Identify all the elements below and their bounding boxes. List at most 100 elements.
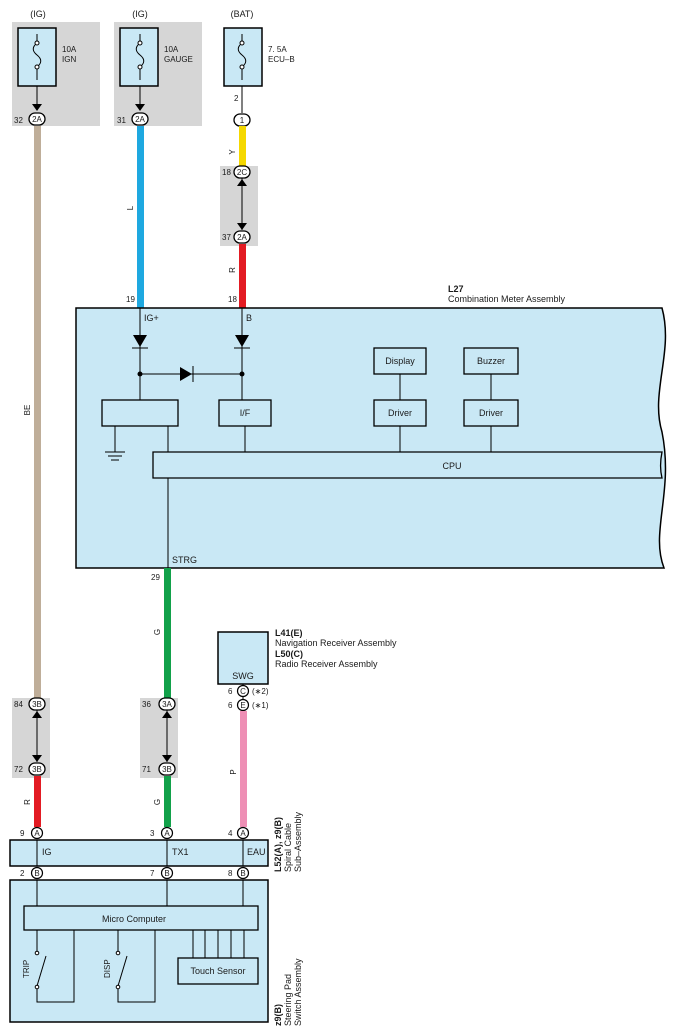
spiral-connector-b3 <box>236 866 250 880</box>
spiral-name-1: Spiral Cable <box>283 823 293 872</box>
wire-ign-beige <box>34 126 41 700</box>
fuse-gauge-terminal <box>137 40 143 46</box>
steering-trip-return <box>36 930 75 1003</box>
combination-meter-group: L27 Combination Meter Assembly 19 18 IG+… <box>75 284 667 569</box>
steering-touch-sensor-block <box>177 957 259 985</box>
wire-bat-yellow <box>239 126 246 166</box>
meter-box <box>75 307 667 569</box>
junction-strg-group: 36 3A 71 3B <box>140 697 178 778</box>
wire-gauge-color-label: L <box>126 205 135 210</box>
fuse-ecub-terminal <box>239 40 245 46</box>
junction-ign-arrow-down-icon <box>32 755 42 762</box>
junction-ign-lower-connector <box>28 762 46 776</box>
steering-trip-contact <box>34 984 40 990</box>
spiral-pin-b1: 2 <box>20 869 25 878</box>
fuse-ign-group: (IG) 10A IGN 32 2A <box>12 9 100 126</box>
junction-bat-upper-pin: 18 <box>222 168 231 177</box>
meter-power-block <box>101 399 179 427</box>
meter-code: L27 <box>448 284 464 294</box>
steering-disp-return <box>117 930 156 1003</box>
receiver-note-e: (∗1) <box>252 701 269 710</box>
junction-ign-upper-pin: 84 <box>14 700 23 709</box>
receiver-swg-label: SWG <box>232 671 254 681</box>
wire-strg-color-label: G <box>153 629 162 635</box>
meter-name: Combination Meter Assembly <box>448 294 566 304</box>
junction-strg-upper-pin: 36 <box>142 700 151 709</box>
receiver-connector-e-label: E <box>240 701 245 710</box>
spiral-code: L52(A), z9(B) <box>273 817 283 872</box>
receiver-pin-c: 6 <box>228 687 233 696</box>
junction-ign-group: 84 3B 72 3B <box>12 697 50 778</box>
steering-name-1: Steering Pad <box>283 974 293 1026</box>
meter-cross-diode-icon <box>180 367 192 381</box>
spiral-pin-tx1: 3 <box>150 829 155 838</box>
receiver-note-c: (∗2) <box>252 687 269 696</box>
receiver-code-2: L50(C) <box>275 649 303 659</box>
fuse-ign-name: IGN <box>62 55 76 64</box>
spiral-pin-b2: 7 <box>150 869 155 878</box>
wire-swg-pink <box>240 711 247 827</box>
steering-trip-switch-icon <box>36 955 47 987</box>
spiral-connector-tx1 <box>160 826 174 840</box>
receiver-pin-e: 6 <box>228 701 233 710</box>
junction-ign-lower-pin: 72 <box>14 765 23 774</box>
fuse-ign-supply: (IG) <box>30 9 46 19</box>
receiver-name-1: Navigation Receiver Assembly <box>275 638 397 648</box>
spiral-pin-b3: 8 <box>228 869 233 878</box>
fuse-ecub-group: (BAT) 7. 5A ECU–B 2 1 <box>223 9 295 127</box>
meter-ig-diode-icon <box>133 335 147 347</box>
wire-bat-red <box>239 244 246 308</box>
fuse-gauge-pin: 31 <box>117 116 126 125</box>
fuse-gauge-name: GAUGE <box>164 55 193 64</box>
meter-buzzer-driver-label: Driver <box>479 408 503 418</box>
junction-strg-arrow-down-icon <box>162 755 172 762</box>
steering-disp-contact <box>115 984 121 990</box>
steering-disp-label: DISP <box>103 959 112 978</box>
junction-strg-upper-label: 3A <box>162 700 172 709</box>
fuse-ign-rating: 10A <box>62 45 77 54</box>
spiral-cable-group: 9 A 3 A 4 A IG TX1 EAU L52(A), z9(B) Spi… <box>9 811 303 880</box>
fuse-ign-connector <box>28 112 46 126</box>
wire-strg-bottom-color-label: G <box>153 799 162 805</box>
fuse-ecub-pin: 2 <box>234 94 239 103</box>
spiral-connector-ig <box>30 826 44 840</box>
steering-code: z9(B) <box>273 1004 283 1026</box>
junction-strg-lower-pin: 71 <box>142 765 151 774</box>
wire-swg-color-label: P <box>229 769 238 774</box>
fuse-ign-connector-label: 2A <box>32 115 42 124</box>
wire-ign-color-label: BE <box>23 405 32 416</box>
fuse-ecub-element-icon <box>237 34 247 80</box>
meter-junction-dot <box>137 371 143 377</box>
receiver-group: L41(E) Navigation Receiver Assembly L50(… <box>217 628 397 712</box>
wire-bat-color-label-bottom: R <box>228 267 237 273</box>
fuse-gauge-box <box>119 27 159 87</box>
junction-strg-arrow-up-icon <box>162 711 172 718</box>
steering-trip-label: TRIP <box>22 960 31 978</box>
fuse-ign-element-icon <box>32 34 42 80</box>
junction-strg-lower-label: 3B <box>162 765 172 774</box>
meter-strg-label: STRG <box>172 555 197 565</box>
junction-bat-lower-pin: 37 <box>222 233 231 242</box>
junction-bat-lower-label: 2A <box>237 233 247 242</box>
fuse-gauge-arrow-icon <box>135 104 145 111</box>
fuse-ecub-supply: (BAT) <box>231 9 254 19</box>
wire-ig-bottom-color-label: R <box>23 799 32 805</box>
receiver-box <box>217 631 269 685</box>
junction-bat-arrow-up-icon <box>237 179 247 186</box>
steering-disp-switch-icon <box>117 955 128 987</box>
fuse-gauge-connector <box>131 112 149 126</box>
meter-buzzer-driver-block <box>463 399 519 427</box>
spiral-connector-eau-label: A <box>240 829 246 838</box>
fuse-ecub-connector-label: 1 <box>240 116 245 125</box>
meter-pin-ig: 19 <box>126 295 135 304</box>
meter-b-diode-icon <box>235 335 249 347</box>
meter-if-label: I/F <box>240 408 251 418</box>
junction-ign-upper-label: 3B <box>32 700 42 709</box>
steering-micro-computer-label: Micro Computer <box>102 914 166 924</box>
fuse-ecub-name: ECU–B <box>268 55 295 64</box>
meter-cpu-block <box>152 451 663 479</box>
meter-strg-pin: 29 <box>151 573 160 582</box>
steering-name-2: Switch Assembly <box>293 958 303 1026</box>
spiral-connector-eau <box>236 826 250 840</box>
